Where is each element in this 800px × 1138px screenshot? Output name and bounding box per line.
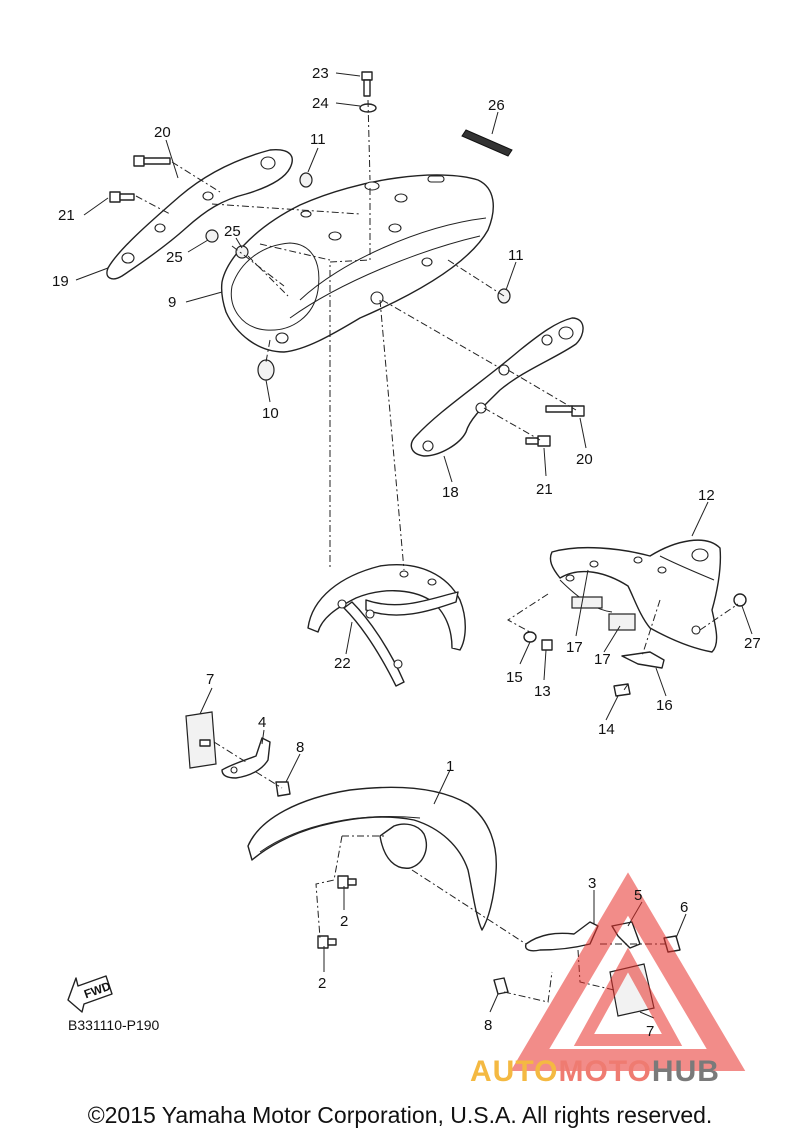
part-label-2-upper: 2 — [340, 913, 348, 930]
part-label-18: 18 — [442, 484, 459, 501]
part-label-15: 15 — [506, 669, 523, 686]
part-label-24: 24 — [312, 95, 329, 112]
assembly-lines — [135, 99, 739, 1003]
right-side-rail-part — [410, 317, 584, 457]
watermark-logo — [510, 872, 746, 1071]
part-label-5: 5 — [634, 887, 642, 904]
part-label-7-bottom: 7 — [646, 1023, 654, 1040]
watermark-moto: MOTO — [558, 1055, 652, 1088]
watermark-auto: AUTO — [470, 1055, 559, 1088]
part-label-11-lower: 11 — [508, 247, 524, 264]
part-label-9: 9 — [168, 294, 176, 311]
watermark-hub: HUB — [651, 1055, 720, 1088]
part-label-10: 10 — [262, 405, 279, 422]
fender-bracket-part — [307, 564, 466, 687]
part-label-20-right: 20 — [576, 451, 593, 468]
part-label-11-upper: 11 — [310, 131, 326, 148]
front-fender-part — [247, 786, 497, 931]
copyright-notice: ©2015 Yamaha Motor Corporation, U.S.A. A… — [87, 1102, 713, 1128]
part-label-16: 16 — [656, 697, 673, 714]
rear-fender-part — [220, 174, 494, 353]
part-label-7-top: 7 — [206, 671, 214, 688]
part-label-19: 19 — [52, 273, 69, 290]
part-label-14: 14 — [598, 721, 615, 738]
forward-arrow-icon: FWD — [67, 975, 113, 1013]
part-label-3: 3 — [588, 875, 596, 892]
part-label-21-right: 21 — [536, 481, 553, 498]
part-label-17-left: 17 — [566, 639, 583, 656]
left-side-rail-part — [106, 149, 293, 280]
part-label-4: 4 — [258, 714, 266, 731]
part-label-25-left: 25 — [166, 249, 183, 266]
hardware-parts — [109, 71, 747, 949]
part-label-26: 26 — [488, 97, 505, 114]
part-label-1: 1 — [446, 758, 454, 775]
part-label-22: 22 — [334, 655, 351, 672]
part-label-25-right: 25 — [224, 223, 241, 240]
part-label-21-left: 21 — [58, 207, 75, 224]
part-label-6: 6 — [680, 899, 688, 916]
diagram-code: B331110-P190 — [68, 1017, 160, 1033]
part-label-27: 27 — [744, 635, 761, 652]
part-number-labels: 23 24 26 11 20 21 25 25 11 19 9 10 20 21… — [52, 65, 761, 1040]
part-label-13: 13 — [534, 683, 551, 700]
part-label-8-top: 8 — [296, 739, 304, 756]
leader-lines — [75, 72, 753, 1019]
exploded-view-drawing: FWD 23 24 26 11 20 21 25 25 11 19 9 10 2… — [52, 65, 761, 1071]
clip-parts — [571, 596, 636, 631]
part-label-23: 23 — [312, 65, 329, 82]
part-label-2-lower: 2 — [318, 975, 326, 992]
part-label-12: 12 — [698, 487, 715, 504]
part-label-8-bottom: 8 — [484, 1017, 492, 1034]
part-label-17-right: 17 — [594, 651, 611, 668]
part-label-20-left: 20 — [154, 124, 171, 141]
watermark-text: AUTOMOTOHUB — [470, 1055, 800, 1089]
